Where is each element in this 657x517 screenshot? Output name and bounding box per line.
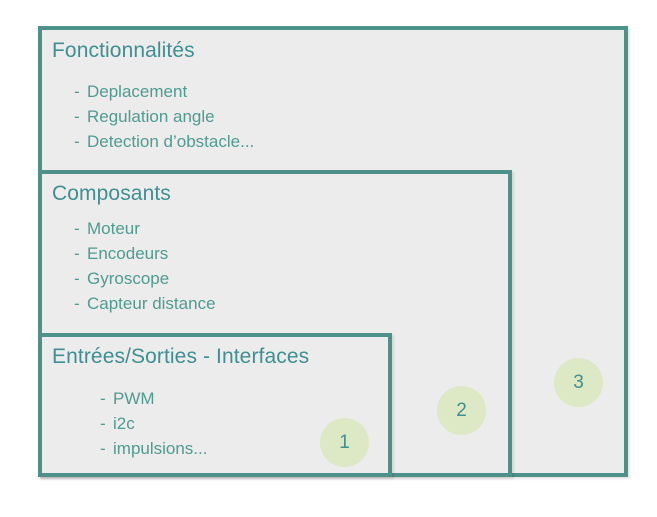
bullet-dash: - [100,389,106,408]
list-item-label: Regulation angle [87,107,215,126]
bullet-dash: - [74,269,80,288]
bullet-dash: - [74,132,80,151]
list-item: -i2c [100,411,309,436]
bullet-dash: - [74,107,80,126]
list-item-label: Moteur [87,219,140,238]
list-item-label: Encodeurs [87,244,169,263]
section-title-entrees-sorties: Entrées/Sorties - Interfaces [52,345,310,368]
section-composants: Composants -Moteur -Encodeurs -Gyroscope… [52,181,216,316]
list-item-label: impulsions... [113,439,208,458]
list-item-label: Detection d’obstacle... [87,132,255,151]
list-item-label: Capteur distance [87,294,216,313]
level-badge-2: 2 [437,386,486,435]
list-item: -Capteur distance [74,291,216,316]
list-item: -Detection d’obstacle... [74,129,254,154]
bullet-dash: - [100,414,106,433]
list-item-label: Gyroscope [87,269,170,288]
bullet-dash: - [100,439,106,458]
section-entrees-sorties: Entrées/Sorties - Interfaces -PWM -i2c -… [52,344,309,461]
list-item: -Regulation angle [74,104,254,129]
section-fonctionnalites: Fonctionnalités -Deplacement -Regulation… [52,38,254,154]
list-item: -impulsions... [100,436,309,461]
list-item-label: PWM [113,389,155,408]
list-item: -Gyroscope [74,266,216,291]
section-list-fonctionnalites: -Deplacement -Regulation angle -Detectio… [74,79,254,154]
bullet-dash: - [74,82,80,101]
list-item-label: i2c [113,414,135,433]
section-title-fonctionnalites: Fonctionnalités [52,39,195,62]
list-item-label: Deplacement [87,82,188,101]
list-item: -Moteur [74,216,216,241]
section-list-composants: -Moteur -Encodeurs -Gyroscope -Capteur d… [74,216,216,316]
list-item: -PWM [100,386,309,411]
section-list-entrees-sorties: -PWM -i2c -impulsions... [100,386,309,461]
list-item: -Encodeurs [74,241,216,266]
level-badge-1: 1 [320,418,369,467]
list-item: -Deplacement [74,79,254,104]
bullet-dash: - [74,294,80,313]
section-title-composants: Composants [52,182,171,205]
bullet-dash: - [74,219,80,238]
bullet-dash: - [74,244,80,263]
level-badge-3: 3 [554,358,603,407]
